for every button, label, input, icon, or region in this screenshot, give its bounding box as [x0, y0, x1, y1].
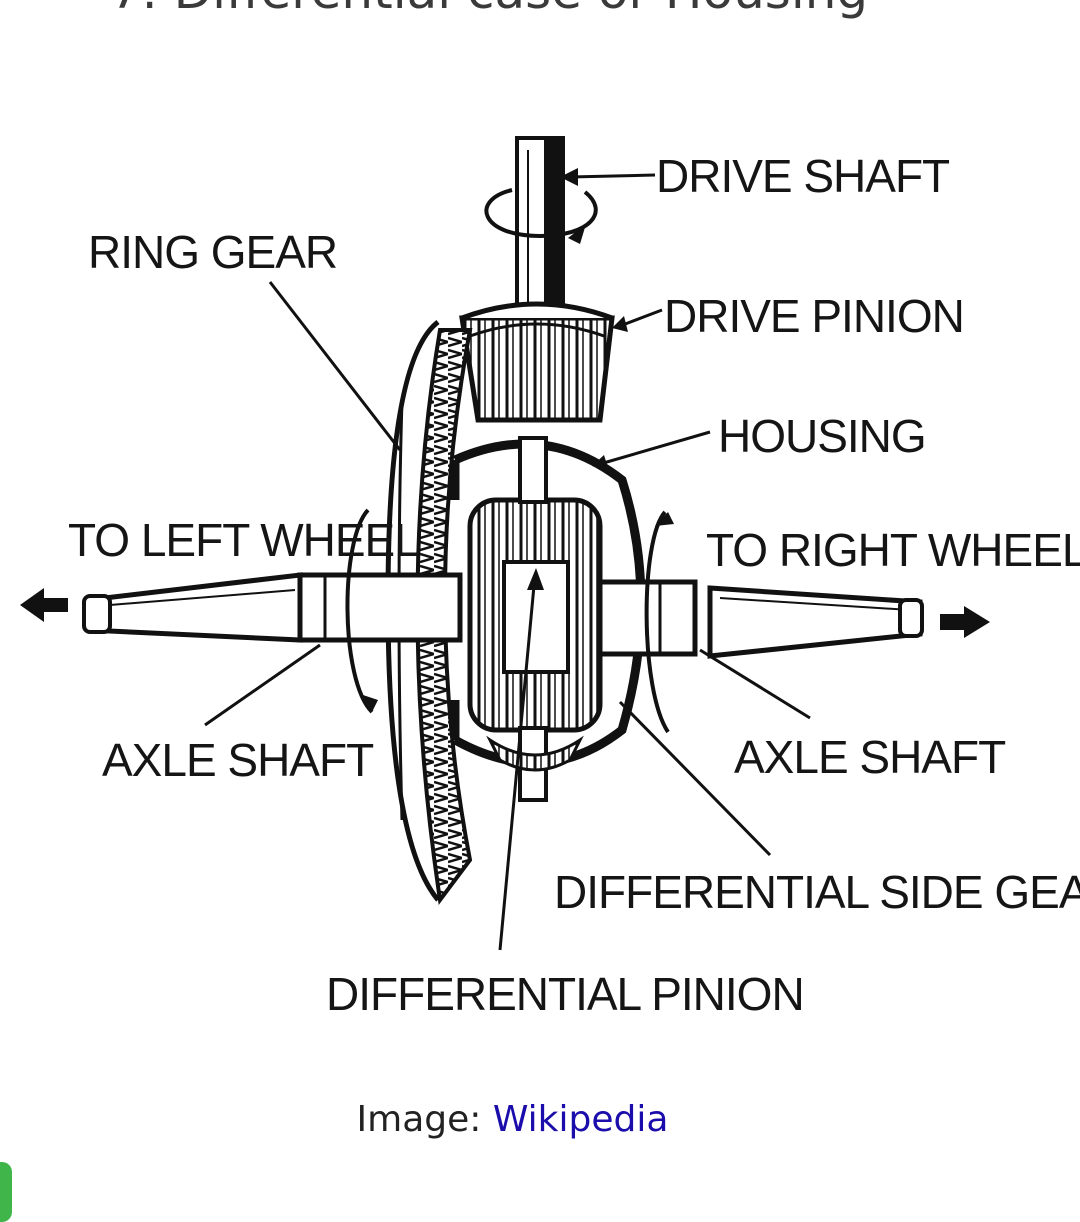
- differential-gears: [467, 436, 603, 802]
- label-drive-shaft: DRIVE SHAFT: [656, 150, 950, 202]
- label-axle-shaft-left: AXLE SHAFT: [102, 734, 374, 786]
- wikipedia-link[interactable]: Wikipedia: [492, 1099, 669, 1140]
- edge-tab[interactable]: [0, 1162, 12, 1222]
- label-ring-gear: RING GEAR: [88, 226, 337, 278]
- caption-prefix: Image:: [356, 1099, 493, 1140]
- leader-lines: [204, 168, 811, 951]
- label-to-right-wheel: TO RIGHT WHEEL: [706, 524, 1080, 576]
- label-axle-shaft-right: AXLE SHAFT: [734, 731, 1006, 783]
- label-differential-pinion: DIFFERENTIAL PINION: [326, 968, 804, 1020]
- image-caption: Image: Wikipedia: [0, 1098, 1025, 1141]
- left-axle: [20, 508, 463, 714]
- page-title: 7. Differential case or Housing: [110, 0, 868, 16]
- drive-shaft: [484, 136, 598, 320]
- label-housing: HOUSING: [718, 410, 926, 462]
- label-drive-pinion: DRIVE PINION: [664, 290, 964, 342]
- label-differential-side-gear: DIFFERENTIAL SIDE GEAR: [554, 866, 1080, 918]
- label-to-left-wheel: TO LEFT WHEEL: [68, 514, 419, 566]
- right-axle: [597, 510, 990, 734]
- differential-diagram: DRIVE SHAFT RING GEAR DRIVE PINION HOUSI…: [0, 100, 1080, 1050]
- drive-pinion: [459, 301, 615, 423]
